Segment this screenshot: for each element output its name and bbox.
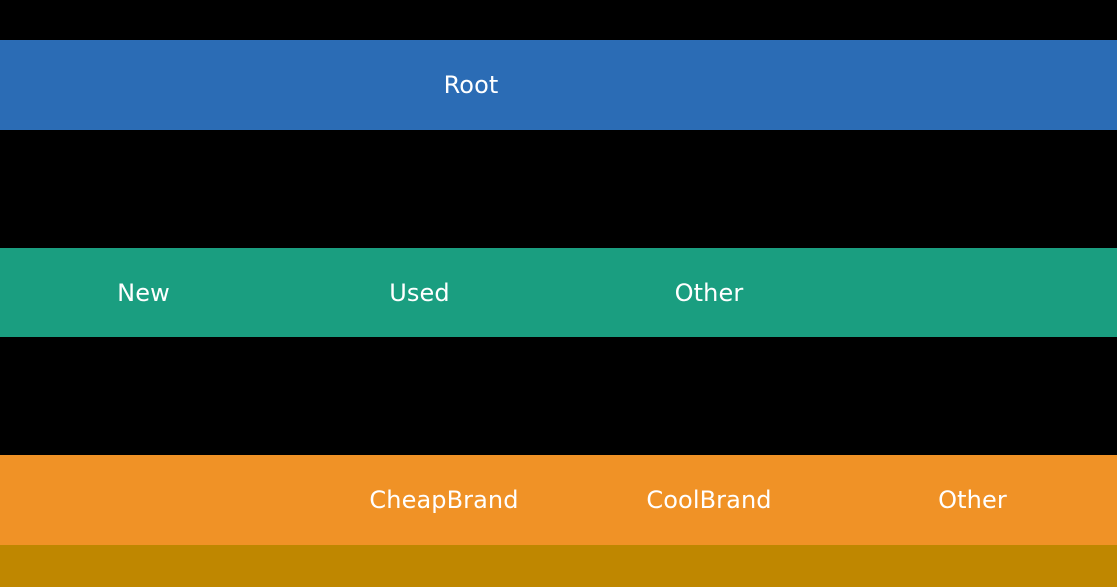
icicle-node-unlabeled[interactable] [0,455,343,545]
icicle-node-other[interactable]: Other [608,248,810,337]
icicle-node-unlabeled[interactable] [810,248,1117,337]
icicle-node-label: Used [389,278,450,307]
icicle-node-unlabeled[interactable] [245,248,318,337]
level-3-leaf [0,545,1117,587]
icicle-node-unlabeled[interactable] [0,40,320,130]
icicle-node-unlabeled[interactable] [521,248,608,337]
icicle-node-label: Other [674,278,744,307]
level-1-condition: New Used Other [0,248,1117,337]
icicle-node-label: CoolBrand [646,486,772,514]
icicle-node-label: Other [938,486,1007,514]
icicle-node-unlabeled[interactable] [1073,455,1117,545]
icicle-node-unlabeled[interactable] [0,248,42,337]
icicle-node-label: Root [443,71,499,99]
level-2-brand: CheapBrand CoolBrand Other [0,455,1117,545]
icicle-node-label: CheapBrand [369,486,519,514]
icicle-node-new[interactable]: New [42,248,245,337]
icicle-node-unlabeled[interactable] [521,40,1117,130]
icicle-node-unlabeled[interactable] [0,545,1117,587]
level-0-root: Root [0,40,1117,130]
icicle-node-label: New [117,278,170,307]
icicle-node-coolbrand[interactable]: CoolBrand [608,455,810,545]
icicle-node-used[interactable]: Used [318,248,521,337]
icicle-node-unlabeled[interactable] [545,455,608,545]
icicle-node-unlabeled[interactable] [320,40,421,130]
icicle-node-cheapbrand[interactable]: CheapBrand [343,455,545,545]
icicle-node-root[interactable]: Root [421,40,521,130]
icicle-node-other[interactable]: Other [872,455,1073,545]
icicle-node-unlabeled[interactable] [810,455,872,545]
